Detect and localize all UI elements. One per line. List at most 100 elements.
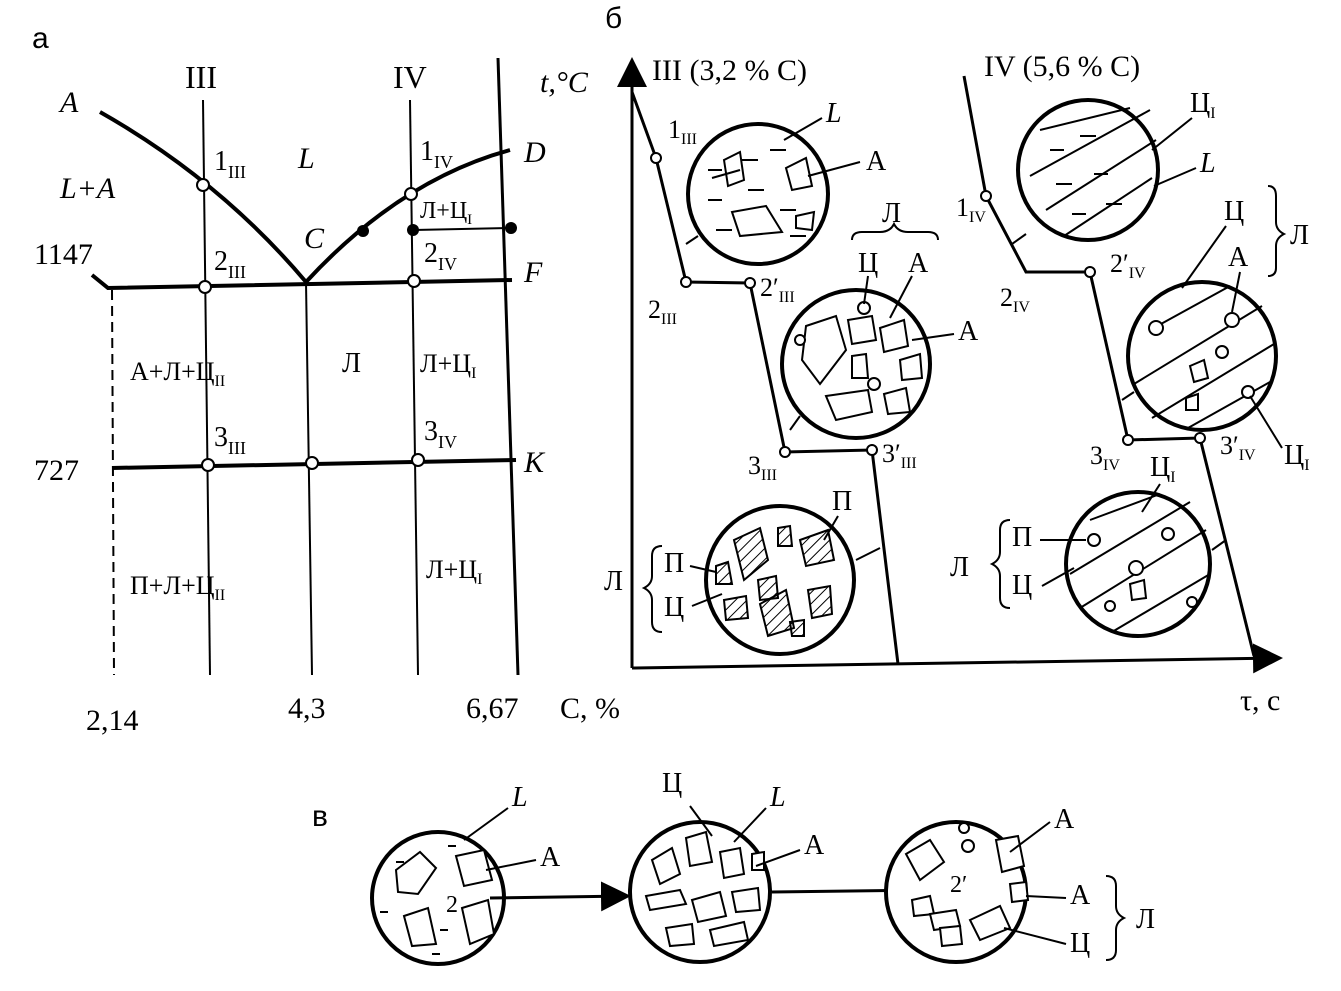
- curve-III-label-2: 2III: [648, 295, 677, 328]
- x-axis-time-label: τ, c: [1240, 684, 1280, 717]
- curve-IV-label-3: 3IV: [1090, 441, 1120, 474]
- eutectic-L-leader-2: [733, 807, 767, 843]
- micro-IV-Ts1-label: ЦI: [1190, 88, 1216, 122]
- region-A-L-C2: А+Л+ЦII: [130, 357, 225, 390]
- pt-1-III-label: 1III: [214, 146, 246, 182]
- micro-III-A3-leader: [911, 333, 955, 341]
- micro-IV-led-leader: [1121, 391, 1135, 401]
- eutectic-L-label-1: L: [511, 782, 528, 813]
- phase-diagram-panel: а III IV A C D F K: [32, 22, 620, 737]
- comp-2-14: 2,14: [86, 704, 139, 737]
- eutectic-line: [90, 273, 513, 291]
- micro-III-led-leader: [789, 415, 801, 431]
- region-L-C1-middle: Л+ЦI: [420, 349, 476, 382]
- eutectic-A-leader-2: [755, 849, 801, 867]
- eutectic-A-label-4: А: [1070, 880, 1091, 911]
- alloy-label-III: III: [185, 59, 217, 95]
- micro-IV-Led-final-label: Л: [950, 552, 969, 583]
- title-III: III (3,2 % C): [652, 54, 807, 87]
- eutectic-arrow-1: [489, 881, 631, 912]
- temp-727: 727: [34, 454, 79, 487]
- curve-III-label-1: 1III: [668, 115, 697, 148]
- micro-III-A-label: А: [866, 146, 887, 177]
- temp-1147: 1147: [34, 238, 93, 271]
- eutectic-vertical: [305, 281, 313, 676]
- alloy-III-line: [202, 99, 211, 676]
- cooling-curves-panel: б t,°C τ, c III (3,2 % C) IV (5,6 % C) 1…: [540, 2, 1310, 717]
- micro-III-P2-label: П: [664, 548, 684, 579]
- curve-IV-label-1: 1IV: [956, 193, 986, 226]
- eutectic-Ts-label: Ц: [662, 768, 682, 799]
- micro-III-liquid: [686, 122, 830, 266]
- eutectic-A-label-2: А: [804, 830, 825, 861]
- dashed-2-14: [111, 289, 115, 676]
- label-A: A: [58, 86, 79, 119]
- curve-III-label-2p: 2′III: [760, 273, 795, 306]
- liquidus-CD: [304, 148, 511, 284]
- curve-III-pt2p: [744, 277, 756, 289]
- micro-IV-A-label: А: [1228, 242, 1249, 273]
- micro-IV-P-label: П: [1012, 522, 1032, 553]
- point-1-IV: [404, 187, 418, 201]
- curve-IV-pt3: [1122, 434, 1134, 446]
- micro-IV-Ts1-lower-label: ЦI: [1284, 440, 1310, 474]
- alloy-label-IV: IV: [393, 59, 427, 95]
- panel-b-label: б: [605, 2, 622, 35]
- curve-III-pt3: [779, 446, 791, 458]
- eutectic-Ts-leader-3: [1003, 927, 1067, 945]
- y-axis-label: t,°C: [540, 66, 589, 99]
- alloy-IV-line: [409, 99, 419, 676]
- eutectic-Ts-leader: [689, 805, 713, 837]
- curve-IV-label-2p: 2′IV: [1110, 249, 1146, 282]
- curve-IV-pt1: [980, 190, 992, 202]
- micro-III-Led2-label: Л: [604, 566, 623, 597]
- eutectic-L-leader-1: [463, 807, 509, 841]
- curve-IV-label-3p: 3′IV: [1220, 431, 1256, 464]
- cementite-line: [496, 57, 520, 676]
- eutectic-A-leader-4: [1025, 895, 1067, 899]
- micro-IV-Ts-label: Ц: [1224, 196, 1244, 227]
- point-eutectoid: [305, 456, 319, 470]
- micro-IV-Ts-leader: [1181, 225, 1227, 289]
- point-3-IV: [411, 453, 425, 467]
- curve-IV-pt2p: [1084, 266, 1096, 278]
- eutectic-L-label-2: L: [769, 782, 786, 813]
- eutectic-point-2: 2: [446, 892, 458, 918]
- micro-IV-Ts1-leader: [1151, 117, 1193, 151]
- pt-1-IV-label: 1IV: [420, 136, 453, 172]
- micro-III-P2-leader: [689, 565, 717, 573]
- micro-IV-led-brace: [1267, 185, 1287, 277]
- micro-III-final-brace: [641, 545, 663, 633]
- point-2-IV: [407, 274, 421, 288]
- liquidus-AC: [99, 110, 308, 284]
- curve-III-label-3p: 3′III: [882, 439, 917, 472]
- micro-III-A2-leader: [889, 275, 913, 319]
- point-3-III: [201, 458, 215, 472]
- point-2-III: [198, 280, 212, 294]
- eutectic-sequence-panel: в 2 L А: [312, 768, 1155, 966]
- eutectic-Led-label: Л: [1136, 904, 1155, 935]
- micro-III-Ts2-label: Ц: [664, 592, 684, 623]
- micro-III-P-leader: [823, 515, 839, 541]
- micro-III-A3-label: А: [958, 316, 979, 347]
- micro-IV-Ts-final-label: Ц: [1012, 570, 1032, 601]
- eutectic-led-brace: [1105, 875, 1127, 961]
- eutectic-circle-3: [884, 820, 1030, 964]
- eutectic-Ts-label-3: Ц: [1070, 928, 1090, 959]
- point-IV-tie: [407, 224, 419, 236]
- curve-III-label-3: 3III: [748, 451, 777, 484]
- micro-III-L-leader: [783, 117, 823, 141]
- region-L-A: L+A: [59, 172, 116, 205]
- micro-IV-L-leader: [1153, 167, 1197, 187]
- pt-2-IV-label: 2IV: [424, 238, 457, 274]
- eutectic-A-label-3: А: [1054, 804, 1075, 835]
- micro-IV-Ts1-final-label: ЦI: [1150, 452, 1176, 486]
- label-F: F: [523, 256, 543, 289]
- point-liquidus-tie: [357, 225, 369, 237]
- curve-III-pt3p: [866, 444, 878, 456]
- micro-III-P-label: П: [832, 486, 852, 517]
- eutectic-circle-2: [628, 820, 772, 964]
- region-ledeburite: Л: [342, 348, 361, 379]
- tie-line: [413, 227, 513, 231]
- curve-III-pt2: [680, 276, 692, 288]
